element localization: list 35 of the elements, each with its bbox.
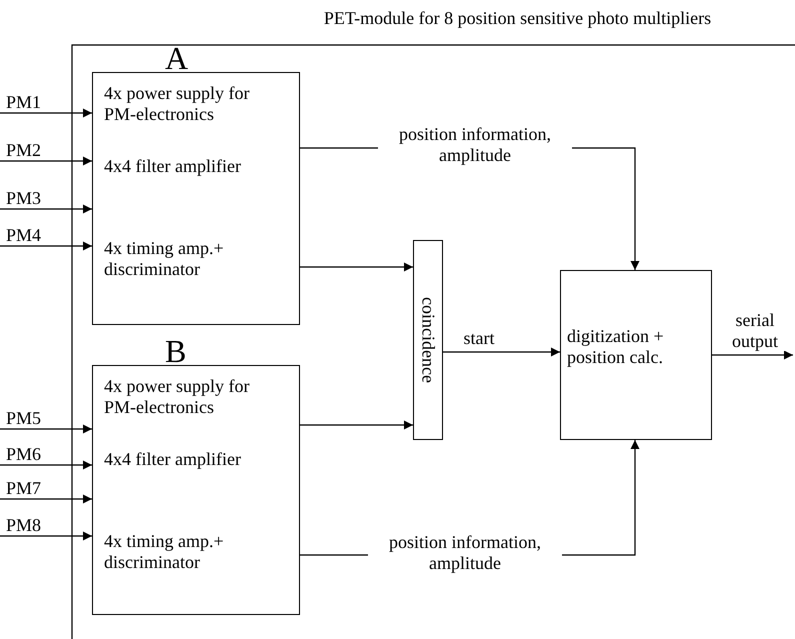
input-label: PM8 [0, 514, 60, 536]
box-text: coincidence [418, 297, 438, 383]
arrow [300, 420, 413, 430]
input-label: PM6 [0, 443, 60, 465]
arrow [0, 424, 92, 434]
edge-label: position information, amplitude [368, 532, 562, 574]
edge-label: position information, amplitude [378, 124, 572, 166]
input-label: PM3 [0, 187, 60, 209]
block-letter: A [165, 46, 188, 72]
box-text: digitization + position calc. [567, 326, 665, 368]
arrow [0, 460, 92, 470]
arrow [0, 108, 92, 118]
arrow [300, 262, 413, 272]
block-letter: B [165, 339, 186, 365]
arrow [443, 348, 560, 356]
input-label: PM5 [0, 407, 60, 429]
input-label: PM1 [0, 91, 60, 113]
arrow [0, 156, 92, 166]
function-text: 4x timing amp.+ discriminator [104, 531, 225, 572]
arrow [0, 204, 92, 214]
function-text: 4x4 filter amplifier [104, 156, 242, 177]
input-label: PM2 [0, 139, 60, 161]
arrow [0, 532, 92, 540]
arrow [0, 242, 92, 250]
process-box [560, 270, 712, 440]
function-text: 4x power supply for PM-electronics [104, 376, 250, 418]
arrow [0, 494, 92, 504]
input-label: PM7 [0, 477, 60, 499]
function-text: 4x4 filter amplifier [104, 449, 242, 470]
title: PET-module for 8 position sensitive photo multipliers [322, 8, 712, 29]
input-label: PM4 [0, 224, 60, 246]
function-text: 4x power supply for PM-electronics [104, 83, 250, 124]
coincidence-box [413, 240, 443, 440]
function-text: 4x timing amp.+ discriminator [104, 238, 225, 280]
arrow [712, 350, 793, 360]
